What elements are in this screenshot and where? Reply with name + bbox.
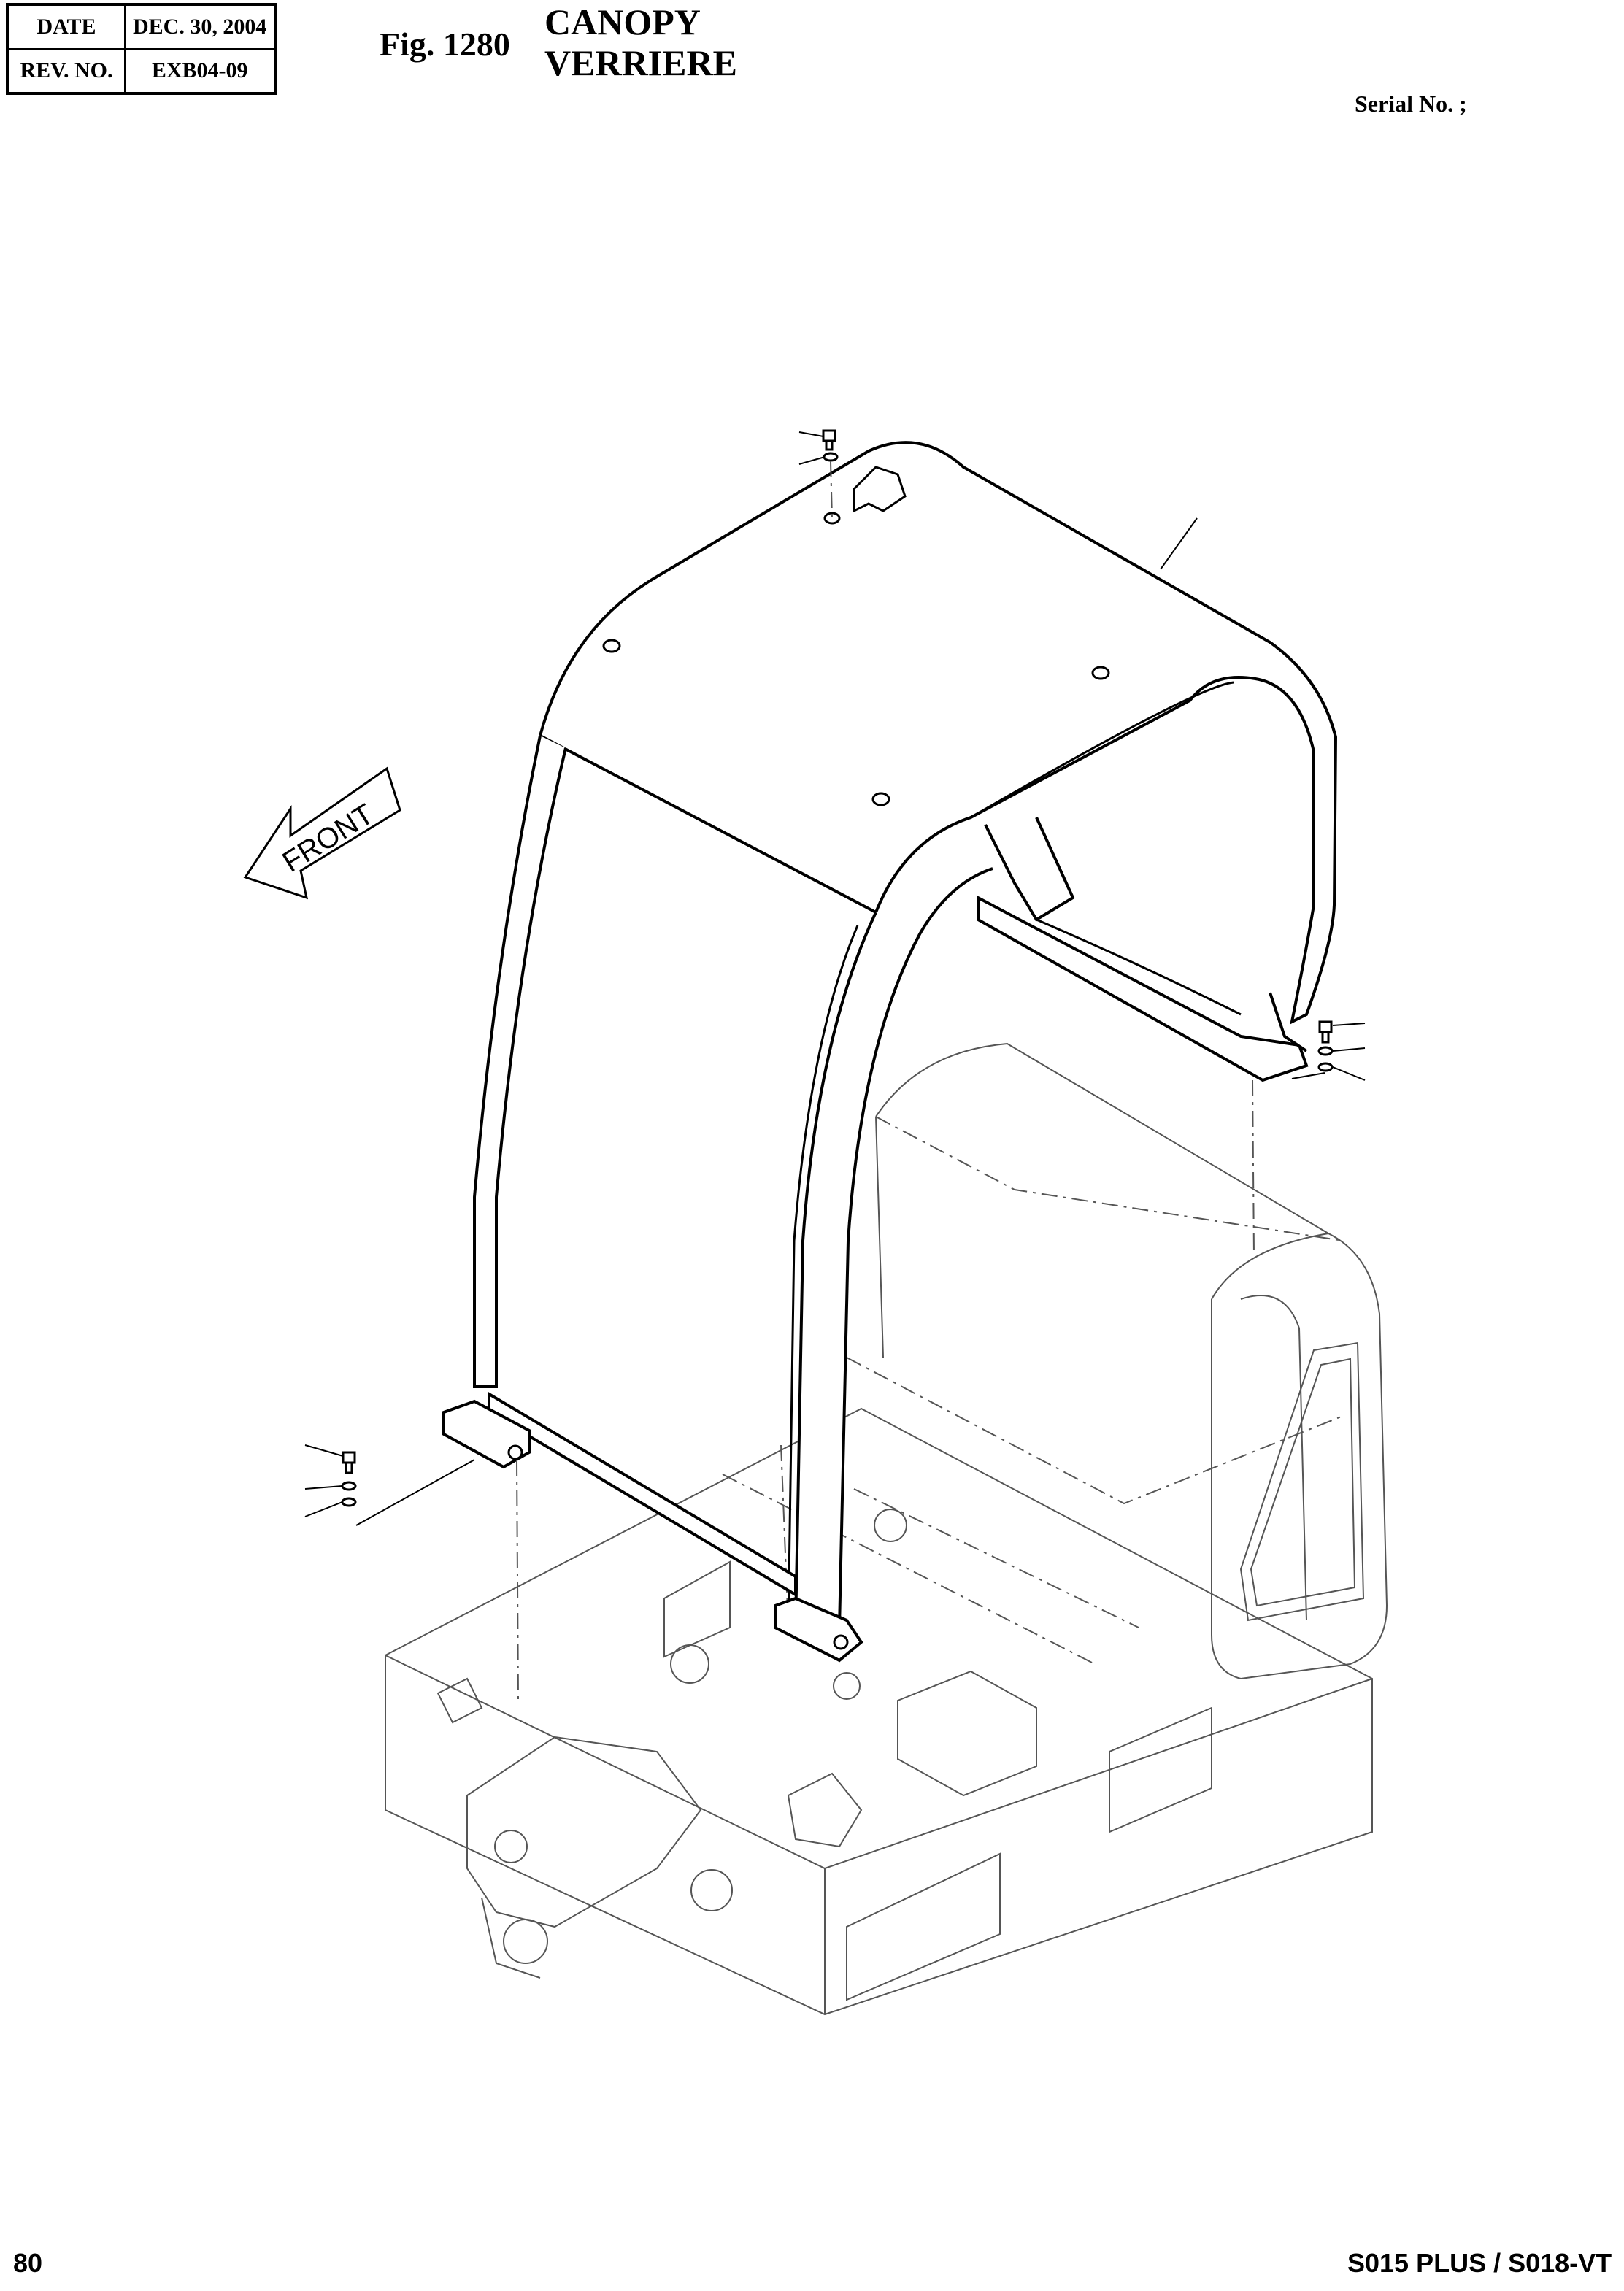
front-direction-arrow: FRONT — [243, 766, 401, 900]
figure-number: Fig. 1280 — [380, 26, 510, 63]
figure-title-en: CANOPY — [544, 1, 701, 42]
figure-title-fr: VERRIERE — [544, 42, 737, 83]
rev-label: REV. NO. — [7, 48, 126, 94]
alignment-lines — [516, 461, 1255, 1701]
top-bolt-set — [798, 429, 839, 465]
revision-info-table: DATE DEC. 30, 2004 REV. NO. EXB04-09 — [6, 3, 277, 95]
canopy-leader-line — [1160, 517, 1198, 570]
rev-value: EXB04-09 — [123, 48, 277, 94]
date-value: DEC. 30, 2004 — [123, 4, 277, 50]
serial-number-label: Serial No. ; — [1355, 91, 1467, 117]
page-number: 80 — [13, 2248, 43, 2278]
figure-title: CANOPY VERRIERE — [544, 1, 737, 83]
date-label: DATE — [7, 4, 126, 50]
front-bolt-set — [304, 1444, 475, 1526]
canopy-frame — [442, 441, 1338, 1663]
rear-bolt-set — [1291, 1020, 1366, 1081]
upper-frame-body — [385, 1042, 1388, 2016]
frame-outline-dashdot — [722, 1116, 1344, 1665]
model-name: S015 PLUS / S018-VT — [1347, 2248, 1612, 2278]
